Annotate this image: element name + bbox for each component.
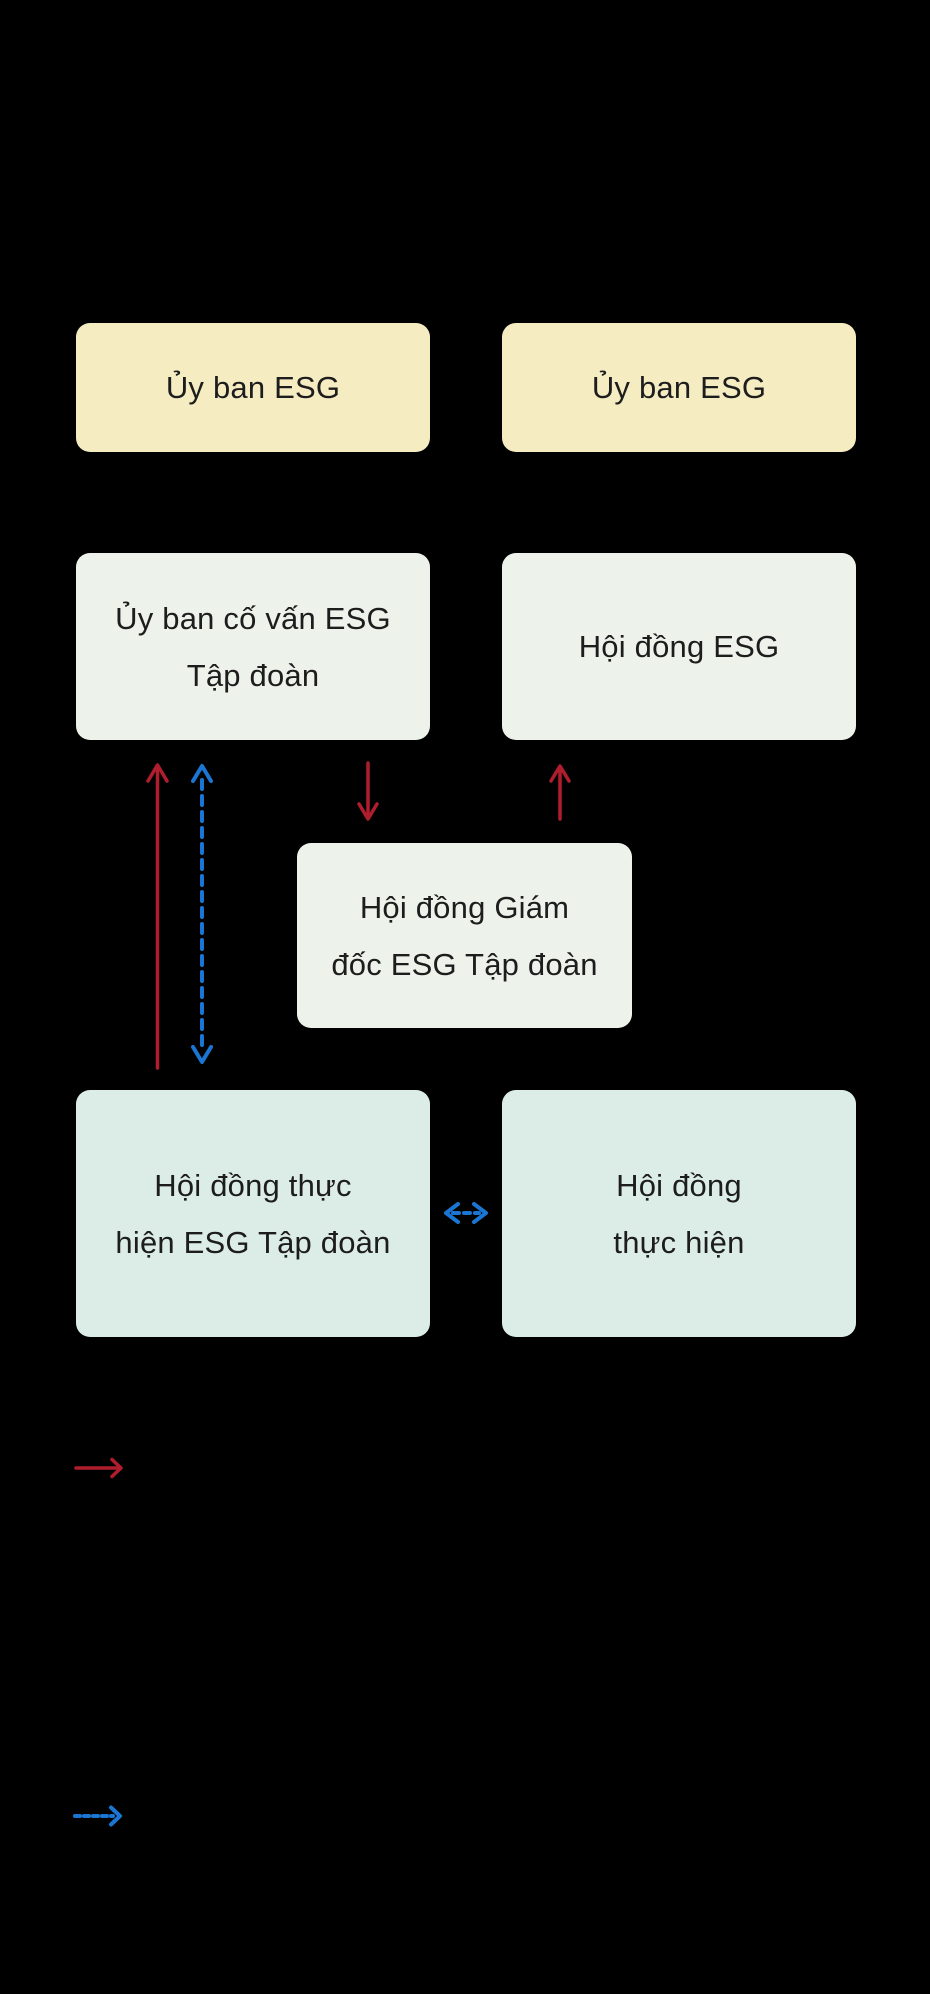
node-esg-committee-right: Ủy ban ESG (502, 323, 856, 452)
node-label-line2: thực hiện (613, 1224, 745, 1260)
solid-red-down-arrow (357, 761, 379, 821)
node-label-line2: đốc ESG Tập đoàn (331, 946, 598, 982)
node-label-line1: Hội đồng (616, 1167, 742, 1203)
node-label: Ủy ban ESG (591, 370, 767, 405)
node-group-esg-advisory: Ủy ban cố vấn ESG Tập đoàn (76, 553, 430, 740)
solid-red-up-arrow (146, 763, 169, 1070)
dashed-blue-two-way-horizontal-arrow (444, 1202, 488, 1224)
node-esg-council: Hội đồng ESG (502, 553, 856, 740)
node-group-esg-implementation: Hội đồng thực hiện ESG Tập đoàn (76, 1090, 430, 1337)
node-label-line1: Hội đồng thực (154, 1167, 352, 1203)
node-label: Ủy ban ESG (165, 370, 341, 405)
legend-solid-red-arrow-right-icon (74, 1457, 123, 1479)
node-label: Hội đồng ESG (578, 629, 780, 664)
node-implementation-council: Hội đồng thực hiện (502, 1090, 856, 1337)
node-label-line2: hiện ESG Tập đoàn (115, 1224, 391, 1260)
solid-red-up-arrow (549, 764, 571, 821)
node-label-line1: Hội đồng Giám (359, 889, 570, 925)
node-label-line2: Tập đoàn (186, 657, 320, 693)
node-group-esg-directors: Hội đồng Giám đốc ESG Tập đoàn (297, 843, 632, 1028)
node-label-line1: Ủy ban cố vấn ESG (115, 600, 391, 636)
legend-dashed-blue-arrow-right-icon (73, 1805, 122, 1827)
dashed-blue-two-way-vertical-arrow (191, 764, 213, 1064)
node-esg-committee-left: Ủy ban ESG (76, 323, 430, 452)
